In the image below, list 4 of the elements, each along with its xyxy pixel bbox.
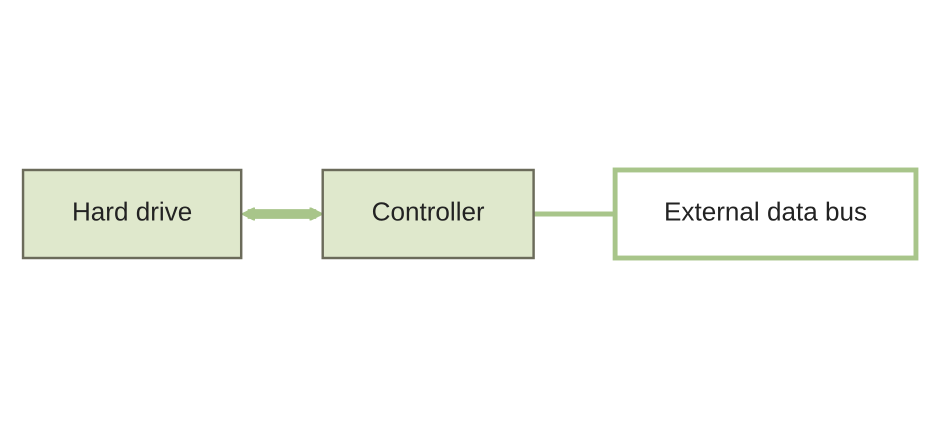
- arrow: [241, 206, 324, 222]
- node-box: Controller: [321, 168, 535, 260]
- node-box: Hard drive: [22, 168, 242, 260]
- node-box: External data bus: [612, 168, 918, 260]
